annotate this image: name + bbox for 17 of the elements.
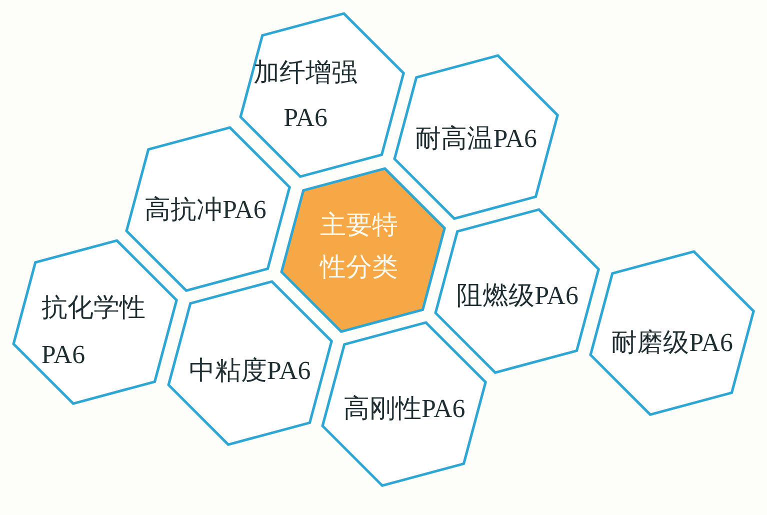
hexagon-tile: [434, 208, 601, 374]
hexagon-tile: [238, 12, 405, 178]
category-label: 抗化学性PA6: [41, 292, 146, 371]
category-label: 高抗冲PA6: [144, 194, 268, 226]
hexagon-tile: [589, 250, 756, 416]
category-label: 高刚性PA6: [342, 392, 466, 425]
hexagon-tile: [280, 166, 446, 334]
category-label: 加纤增强PA6: [252, 57, 359, 134]
hexagon-tile: [12, 238, 178, 405]
hexagon-tile: [125, 126, 292, 292]
category-label: 耐磨级PA6: [610, 326, 734, 359]
hexagon-tile: [166, 280, 333, 446]
hexagon-tile: [321, 321, 488, 488]
category-label: 主要特性分类: [318, 209, 399, 283]
category-label: 阻燃级PA6: [456, 280, 580, 312]
category-label: 中粘度PA6: [188, 355, 312, 388]
category-label: 耐高温PA6: [414, 122, 538, 155]
